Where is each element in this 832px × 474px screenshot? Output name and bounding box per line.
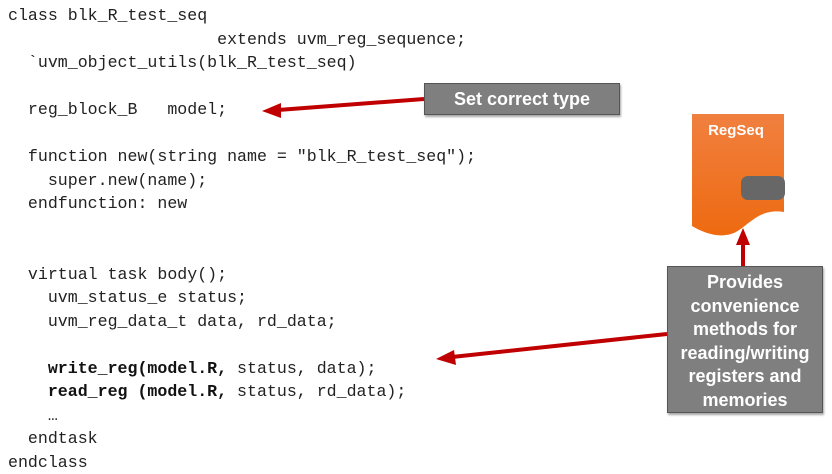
arrow-to-write-reg xyxy=(436,334,667,365)
arrow-to-model-decl xyxy=(262,99,424,118)
regseq-chip-icon xyxy=(741,176,785,200)
callout-convenience-methods: Provides convenience methods for reading… xyxy=(667,266,823,413)
regseq-label: RegSeq xyxy=(690,122,782,139)
callout-set-correct-type: Set correct type xyxy=(424,83,620,115)
